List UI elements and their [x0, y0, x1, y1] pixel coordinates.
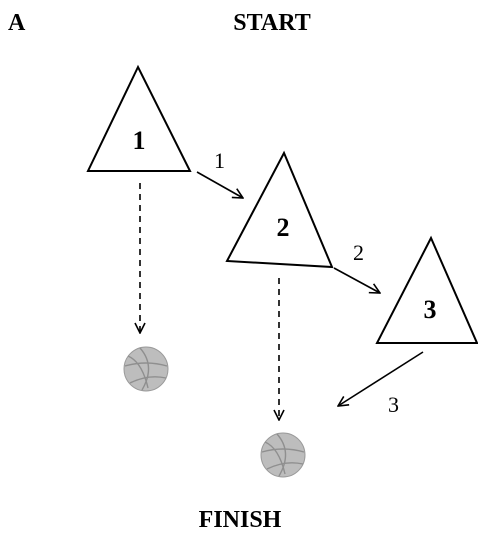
pass-label-2: 2	[353, 240, 364, 265]
pass-arrow-2	[333, 267, 380, 293]
panel-label: A	[8, 10, 26, 36]
pass-arrow-3	[338, 351, 424, 406]
station-1: 1	[86, 64, 192, 172]
start-label: START	[233, 10, 310, 36]
triangle-cone-icon	[86, 64, 192, 172]
pass-label-3: 3	[388, 392, 399, 417]
station-3: 3	[375, 235, 478, 344]
triangle-cone-icon	[225, 150, 334, 269]
finish-label: FINISH	[199, 507, 282, 533]
basketball-icon	[123, 346, 169, 392]
pass-arrow-1	[196, 171, 243, 198]
station-1-label: 1	[133, 126, 146, 155]
station-3-label: 3	[424, 295, 437, 324]
triangle-cone-icon	[375, 235, 478, 344]
pass-label-1: 1	[214, 148, 225, 173]
station-2: 2	[225, 150, 334, 269]
basketball-icon	[260, 432, 306, 478]
station-2-label: 2	[277, 213, 290, 242]
